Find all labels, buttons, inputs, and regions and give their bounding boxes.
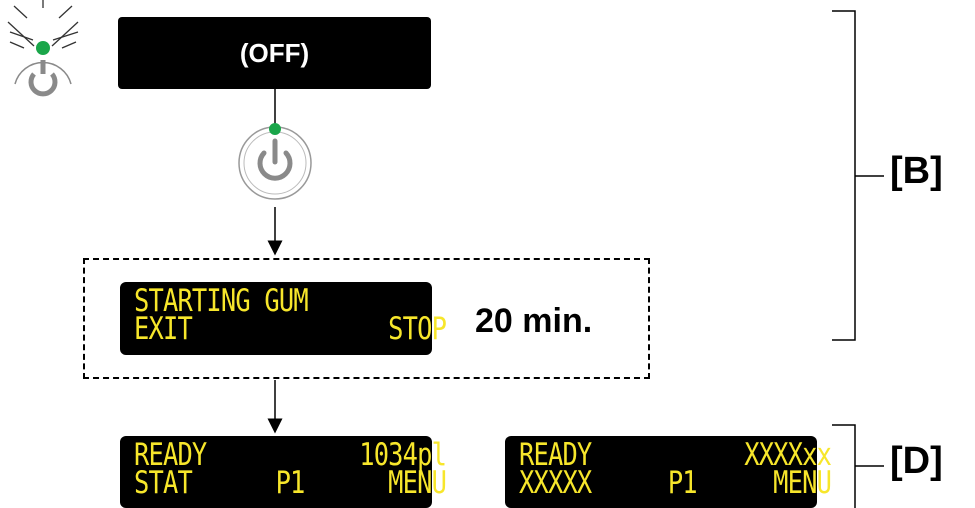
lcd-softkey-menu: MENU bbox=[773, 465, 832, 501]
starting-lcd-display: STARTING GUM EXIT STOP bbox=[120, 282, 447, 355]
bracket-label-d: [D] bbox=[890, 440, 943, 482]
lcd-softkey-menu: MENU bbox=[388, 465, 447, 501]
bracket-label-b: [B] bbox=[890, 150, 943, 192]
bracket-d bbox=[832, 424, 884, 508]
lcd-line-2: EXIT STOP bbox=[134, 311, 447, 347]
lcd-line-1: READY 1034pl bbox=[134, 437, 447, 473]
lcd-line-2: XXXXX P1 MENU bbox=[519, 465, 832, 501]
bracket-b bbox=[832, 10, 884, 341]
off-state-label: (OFF) bbox=[239, 37, 310, 68]
lcd-text: 1034pl bbox=[359, 437, 447, 473]
lcd-text: READY bbox=[519, 437, 592, 473]
lcd-softkey-exit: EXIT bbox=[134, 311, 193, 347]
lcd-text: XXXXX bbox=[519, 465, 592, 501]
blinking-power-icon bbox=[7, 0, 79, 97]
lcd-text: P1 bbox=[275, 465, 306, 501]
lcd-softkey-stat: STAT bbox=[134, 465, 193, 501]
lcd-text: READY bbox=[134, 437, 207, 473]
ready-lcd-display-2: READY XXXXxx XXXXX P1 MENU bbox=[505, 436, 832, 508]
lcd-softkey-stop: STOP bbox=[388, 311, 447, 347]
lcd-text: XXXXxx bbox=[744, 437, 832, 473]
power-button-icon bbox=[238, 123, 312, 200]
lcd-line-1: STARTING GUM bbox=[134, 283, 446, 319]
off-state-box: (OFF) bbox=[118, 17, 431, 89]
lcd-text: P1 bbox=[667, 465, 698, 501]
ready-lcd-display-1: READY 1034pl STAT P1 MENU bbox=[120, 436, 447, 508]
starting-group-frame bbox=[83, 258, 650, 379]
lcd-line-1: READY XXXXxx bbox=[519, 437, 832, 473]
duration-label: 20 min. bbox=[475, 302, 593, 340]
lcd-text: STARTING GUM bbox=[134, 283, 309, 319]
lcd-line-2: STAT P1 MENU bbox=[134, 465, 447, 501]
